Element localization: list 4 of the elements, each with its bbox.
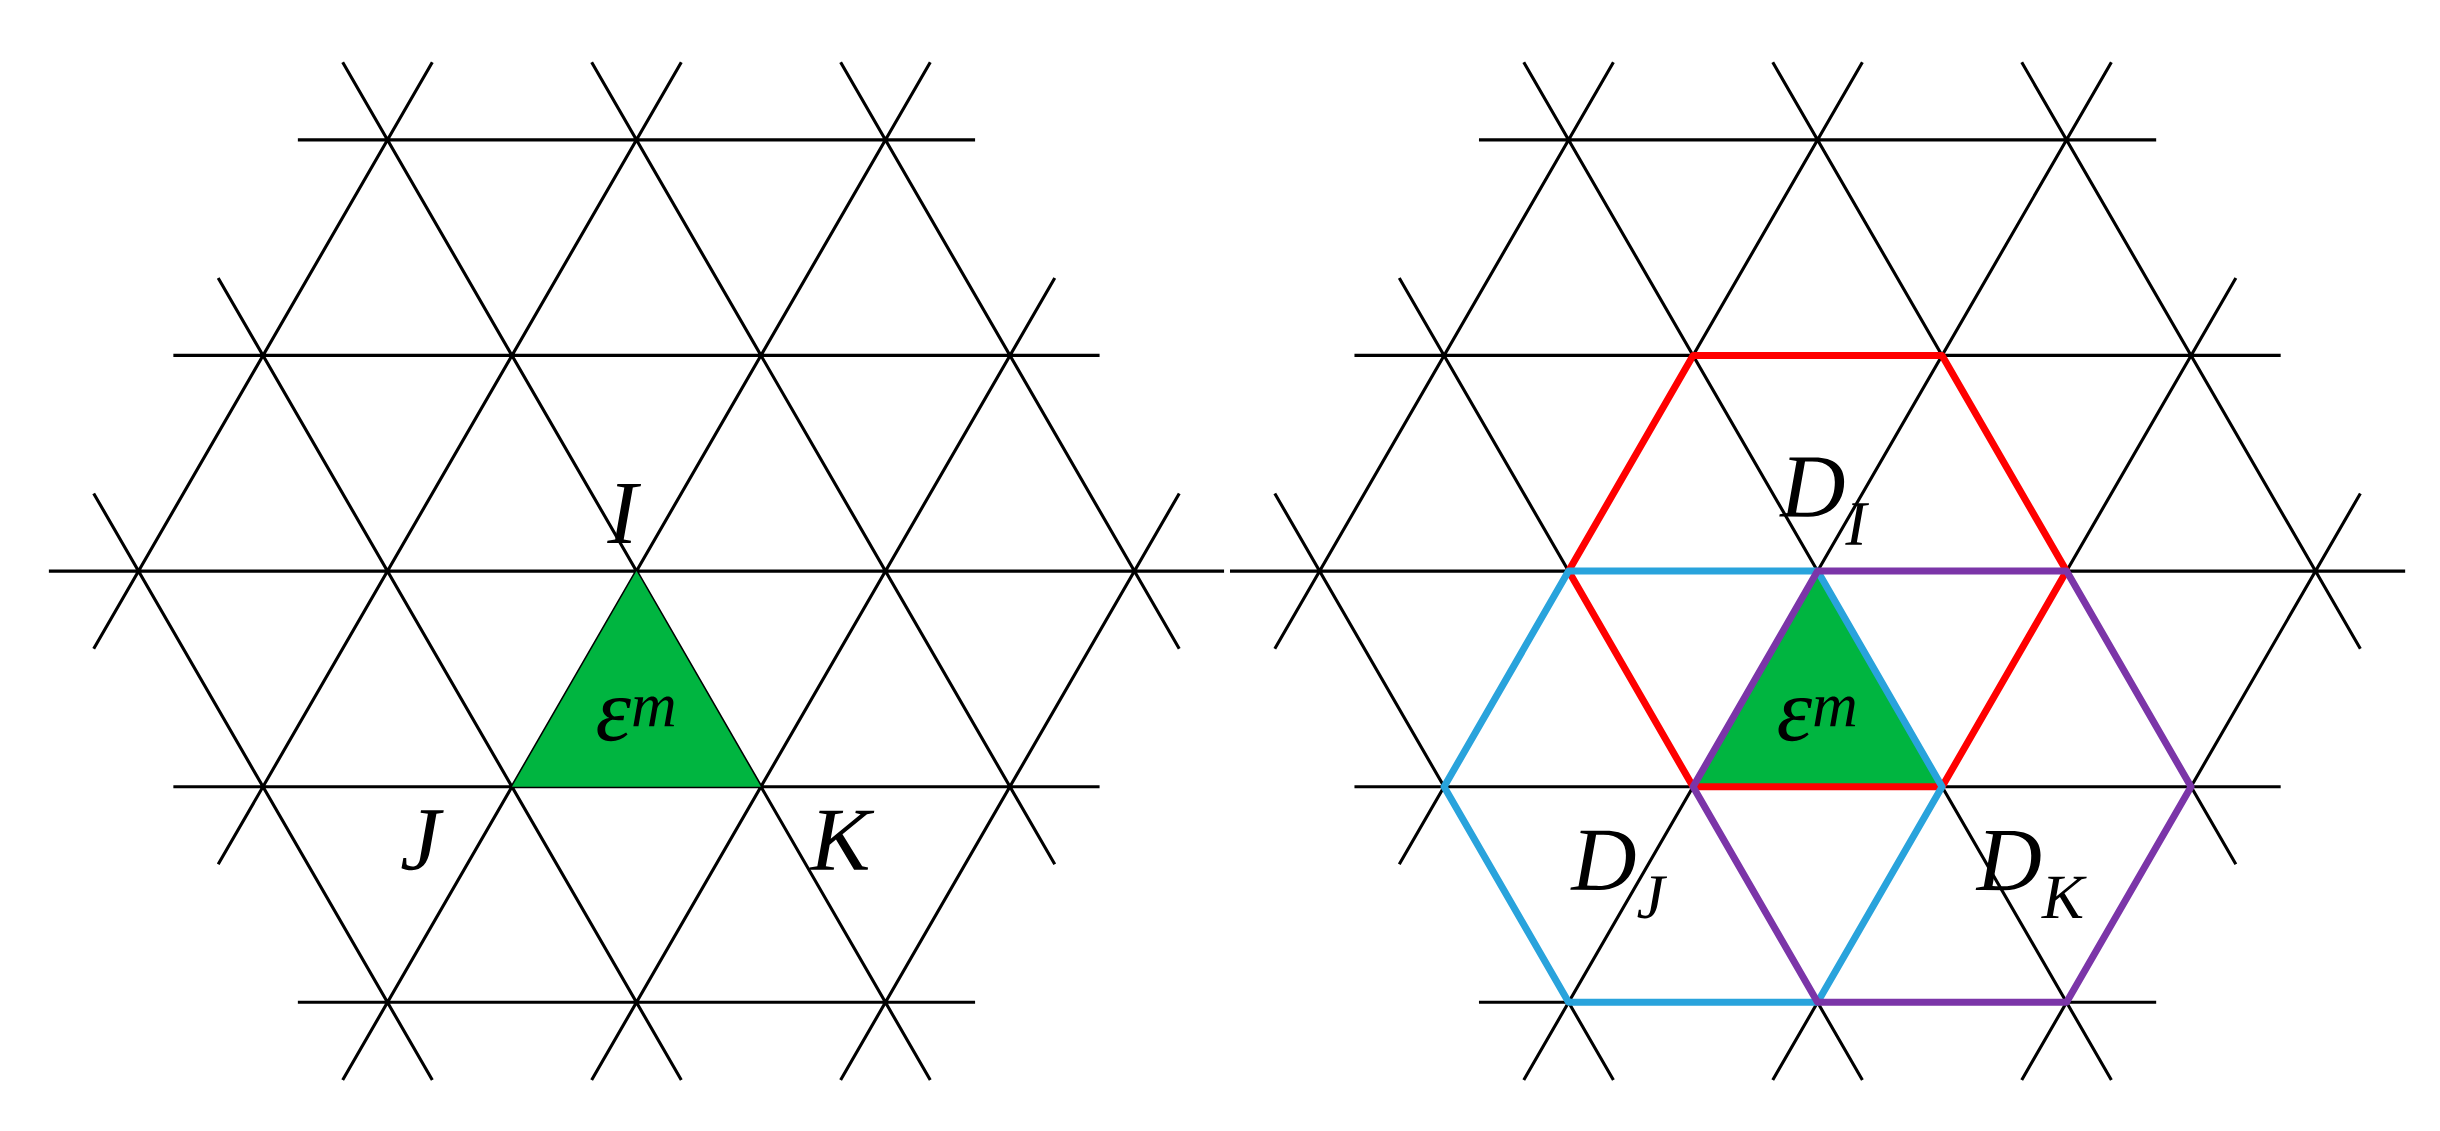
vertex-label: K bbox=[809, 810, 875, 870]
triangle: ε$^{m}$ bbox=[1693, 570, 1944, 788]
triangle: ε$^{m}$ bbox=[512, 570, 761, 787]
vertex-label: J bbox=[401, 810, 444, 871]
